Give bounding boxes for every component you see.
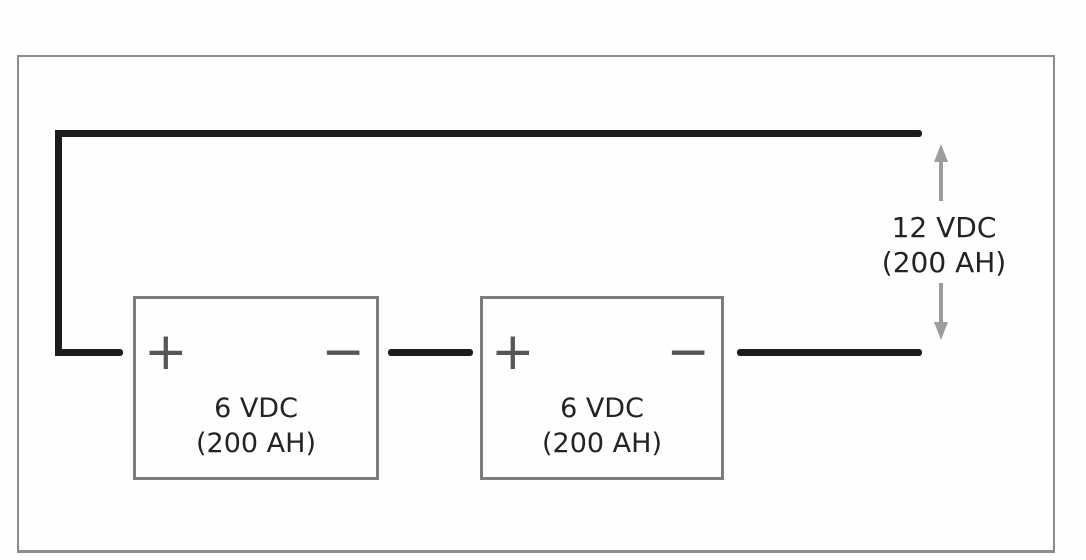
wire-top-positive bbox=[55, 130, 922, 137]
battery-2-box: + − 6 VDC (200 AH) bbox=[480, 296, 724, 480]
wire-positive-stub bbox=[55, 349, 123, 356]
battery-2-capacity: (200 AH) bbox=[542, 428, 662, 459]
output-voltage: 12 VDC bbox=[891, 211, 997, 244]
battery-2-negative-terminal: − bbox=[666, 322, 710, 382]
battery-2-positive-terminal: + bbox=[491, 322, 535, 382]
arrow-up-icon bbox=[934, 144, 948, 162]
battery-1-voltage: 6 VDC bbox=[214, 393, 298, 424]
battery-2-label: 6 VDC (200 AH) bbox=[483, 391, 721, 461]
wire-left-vertical bbox=[55, 130, 62, 356]
battery-2-voltage: 6 VDC bbox=[560, 393, 644, 424]
arrow-down-shaft bbox=[939, 283, 943, 323]
battery-1-negative-terminal: − bbox=[321, 322, 365, 382]
arrow-down-icon bbox=[934, 322, 948, 340]
wire-negative-output bbox=[737, 349, 922, 356]
battery-1-box: + − 6 VDC (200 AH) bbox=[133, 296, 379, 480]
output-label: 12 VDC (200 AH) bbox=[849, 210, 1039, 280]
output-capacity: (200 AH) bbox=[881, 246, 1007, 279]
arrow-up-shaft bbox=[939, 161, 943, 201]
battery-1-positive-terminal: + bbox=[144, 322, 188, 382]
battery-1-label: 6 VDC (200 AH) bbox=[136, 391, 376, 461]
battery-1-capacity: (200 AH) bbox=[196, 428, 316, 459]
wire-series-link bbox=[388, 349, 473, 356]
